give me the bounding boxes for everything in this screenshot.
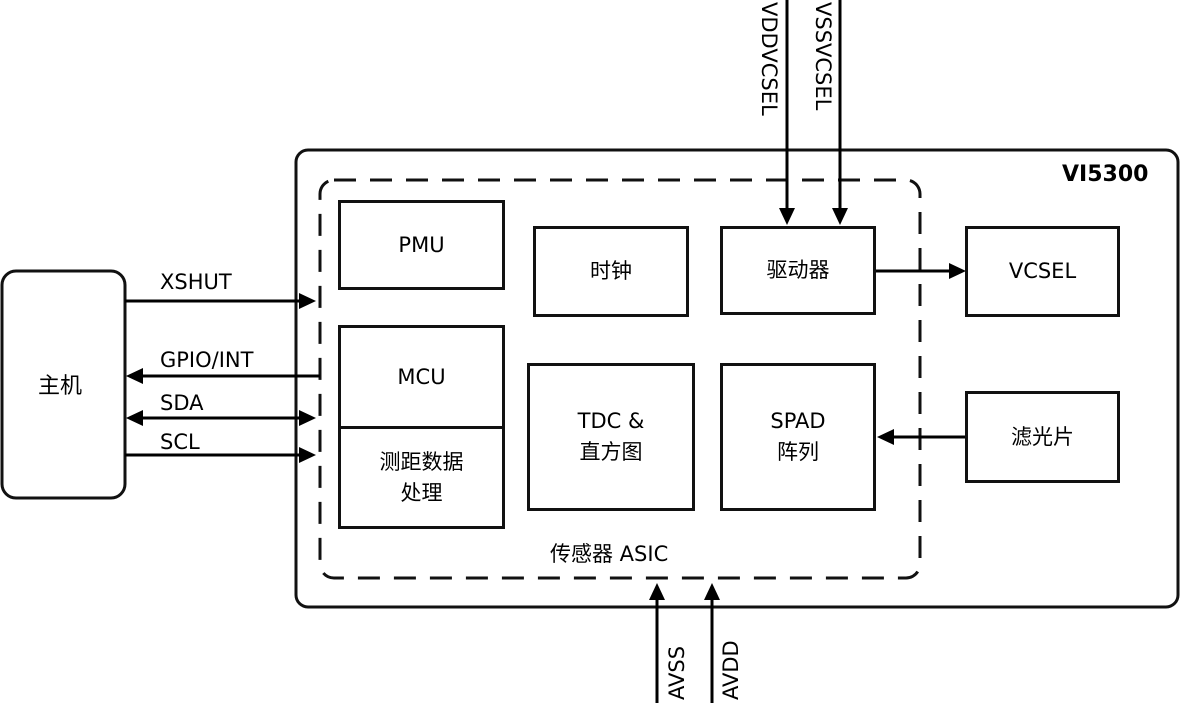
host-outline (0, 269, 127, 500)
avdd-arrowhead (704, 583, 720, 600)
sda-arrowhead-left (126, 410, 143, 426)
clock-block: 时钟 (533, 226, 689, 317)
chip-outline (294, 148, 1180, 609)
scl-label: SCL (160, 430, 200, 454)
avdd-label: AVDD (719, 640, 743, 700)
driver-vcsel-arrowhead (949, 263, 966, 279)
avss-label: AVSS (665, 645, 689, 700)
spad-array-block: SPAD 阵列 (720, 363, 876, 511)
vcsel-block: VCSEL (965, 226, 1120, 317)
vddvcsel-arrowhead (779, 208, 795, 225)
vssvcsel-arrowhead (832, 208, 848, 225)
filter-spad-arrowhead (877, 429, 894, 445)
xshut-label: XSHUT (160, 270, 232, 294)
gpio-arrowhead (126, 368, 143, 384)
xshut-arrowhead (299, 293, 316, 309)
filter-block: 滤光片 (965, 391, 1120, 483)
ranging-data-block: 测距数据 处理 (338, 426, 505, 529)
avss-arrowhead (649, 583, 665, 600)
chip-title: VI5300 (1062, 162, 1149, 187)
mcu-block: MCU (338, 325, 505, 429)
vddvcsel-label: VDDVCSEL (757, 2, 781, 116)
sda-arrowhead-right (299, 410, 316, 426)
asic-label: 传感器 ASIC (550, 542, 669, 566)
tdc-histogram-block: TDC & 直方图 (527, 363, 695, 511)
gpio-int-label: GPIO/INT (160, 348, 254, 372)
sda-label: SDA (160, 391, 204, 415)
pmu-block: PMU (338, 200, 505, 290)
scl-arrowhead (299, 447, 316, 463)
vssvcsel-label: VSSVCSEL (811, 2, 835, 111)
asic-outline (318, 178, 922, 580)
host-label: 主机 (38, 374, 83, 399)
driver-block: 驱动器 (720, 226, 876, 315)
